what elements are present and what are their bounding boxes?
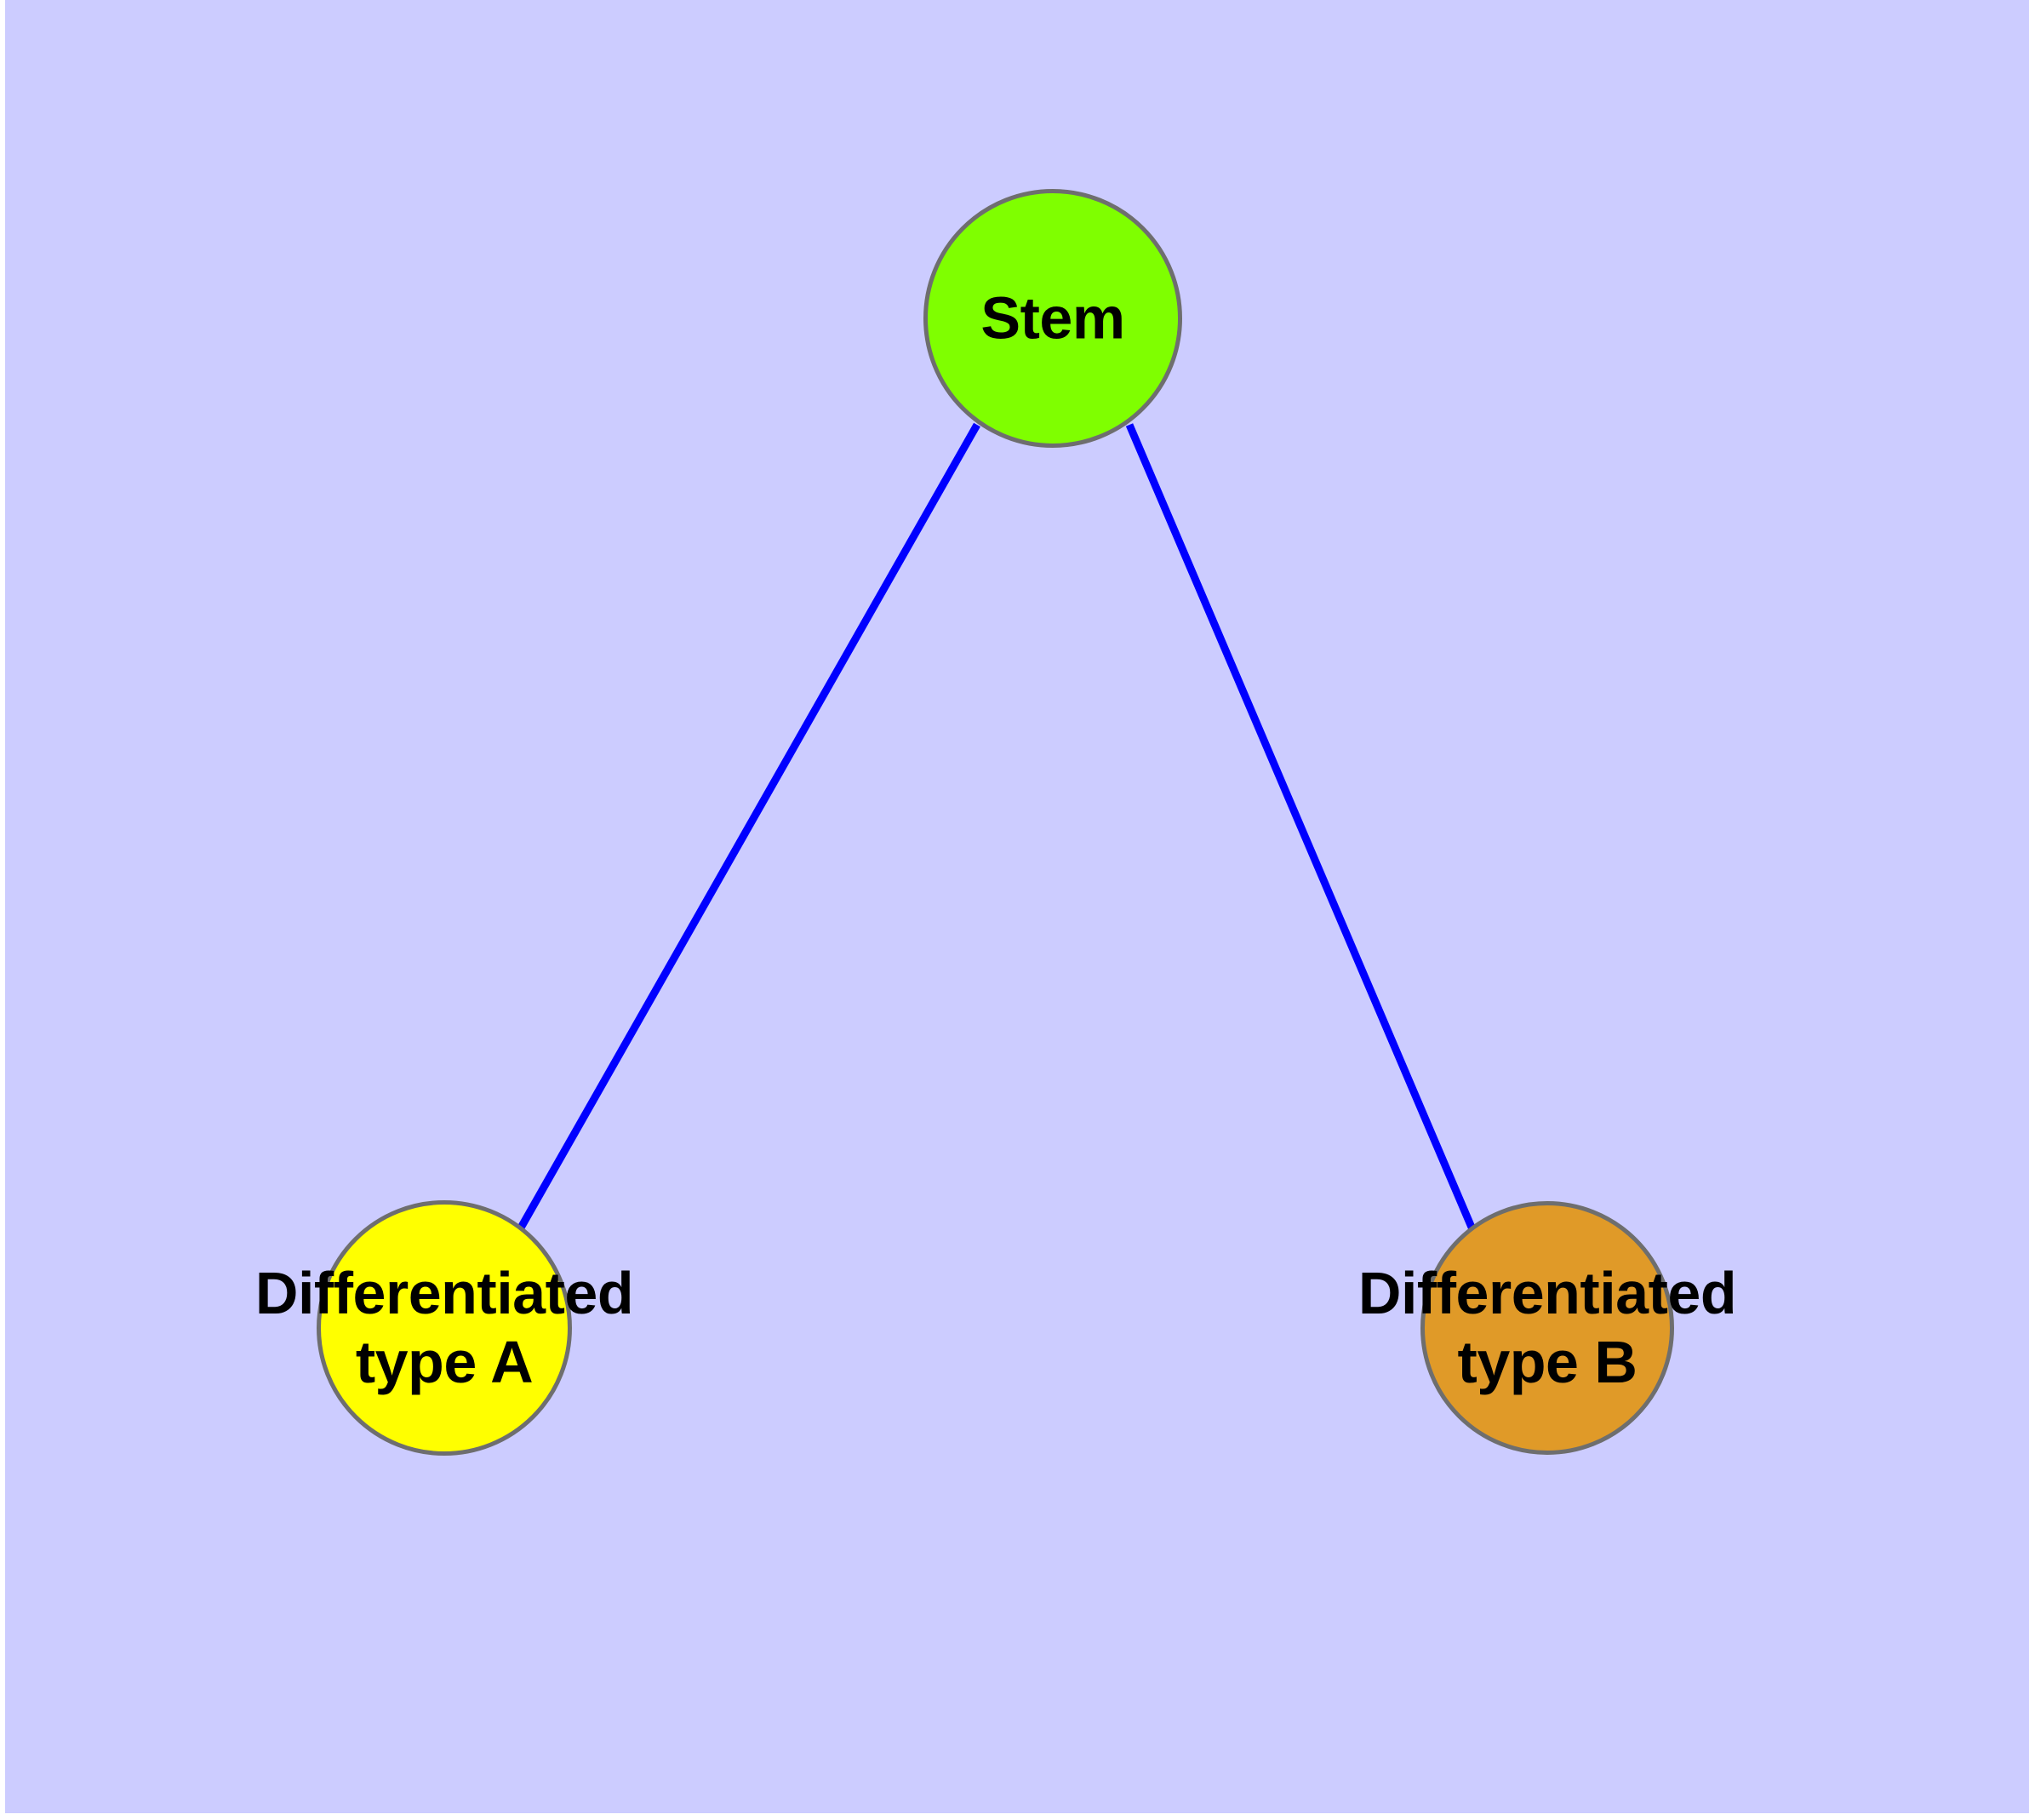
node-stem[interactable]: Stem: [923, 189, 1182, 448]
node-differentiated-type-a-circle[interactable]: [317, 1200, 572, 1456]
node-differentiated-type-a[interactable]: Differentiated type A: [255, 1200, 634, 1456]
node-differentiated-type-b[interactable]: Differentiated type B: [1358, 1201, 1737, 1455]
edge-stem-to-differentiated-type-b: [1125, 423, 1477, 1231]
node-stem-circle[interactable]: [923, 189, 1182, 448]
node-differentiated-type-b-circle[interactable]: [1420, 1201, 1674, 1455]
edge-stem-to-differentiated-type-a: [517, 422, 980, 1232]
